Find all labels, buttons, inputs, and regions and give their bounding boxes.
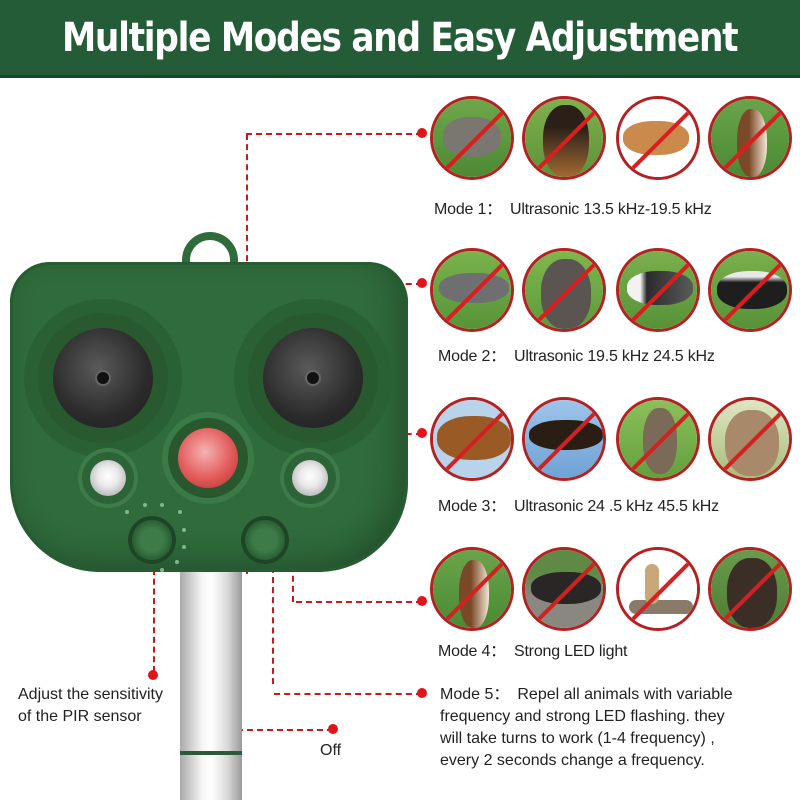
rat-icon (430, 96, 514, 180)
mode4-label: Mode 4：Strong LED light (438, 643, 628, 660)
connector-sensitivity-vertical (153, 540, 155, 672)
skunk-icon (708, 248, 792, 332)
hanging-hook (182, 232, 238, 274)
mounting-pole (180, 570, 242, 800)
dog-icon (522, 96, 606, 180)
mode2-connector-dot (417, 278, 427, 288)
boar-icon (522, 547, 606, 631)
weasel-icon (708, 96, 792, 180)
bat-icon (430, 397, 514, 481)
mode4-connector-dot (417, 596, 427, 606)
sensitivity-knob[interactable] (132, 520, 172, 560)
connector-off-horizontal (237, 729, 333, 731)
mode5-connector-dot (417, 688, 427, 698)
sensitivity-connector-dot (148, 670, 158, 680)
mode3-connector-dot (417, 428, 427, 438)
mode2-animal-row (430, 248, 800, 332)
rabbit-icon (616, 397, 700, 481)
connector-mode1-horizontal (246, 133, 422, 135)
mode3-animal-row (430, 397, 800, 481)
off-callout: Off (320, 742, 342, 759)
connector-mode4-horizontal (296, 601, 422, 603)
mode-selector-knob[interactable] (245, 520, 285, 560)
eagle-icon (522, 397, 606, 481)
bear-icon (708, 547, 792, 631)
mode2-label: Mode 2：Ultrasonic 19.5 kHz 24.5 kHz (438, 348, 715, 365)
off-connector-dot (328, 724, 338, 734)
weasel-icon (430, 547, 514, 631)
mode1-connector-dot (417, 128, 427, 138)
cat-icon (430, 248, 514, 332)
left-ultrasonic-speaker (38, 313, 168, 443)
connector-mode5-horizontal (274, 693, 422, 695)
mode5-description: Mode 5：Repel all animals with variable f… (440, 686, 733, 769)
snake-icon (616, 547, 700, 631)
mode3-label: Mode 3：Ultrasonic 24 .5 kHz 45.5 kHz (438, 498, 719, 515)
pir-sensitivity-callout: Adjust the sensitivity of the PIR sensor (18, 686, 163, 725)
mode4-animal-row (430, 547, 800, 631)
badger-icon (616, 248, 700, 332)
left-led-light (82, 452, 134, 504)
mode1-animal-row (430, 96, 800, 180)
right-led-light (284, 452, 336, 504)
raccoon-dog-icon (522, 248, 606, 332)
mode1-label: Mode 1：Ultrasonic 13.5 kHz-19.5 kHz (434, 201, 712, 218)
right-ultrasonic-speaker (248, 313, 378, 443)
squirrel-icon (708, 397, 792, 481)
title-banner: Multiple Modes and Easy Adjustment (0, 0, 800, 78)
fox-icon (616, 96, 700, 180)
page-title: Multiple Modes and Easy Adjustment (62, 14, 739, 61)
pir-motion-sensor (168, 418, 248, 498)
pole-ring (180, 751, 242, 755)
